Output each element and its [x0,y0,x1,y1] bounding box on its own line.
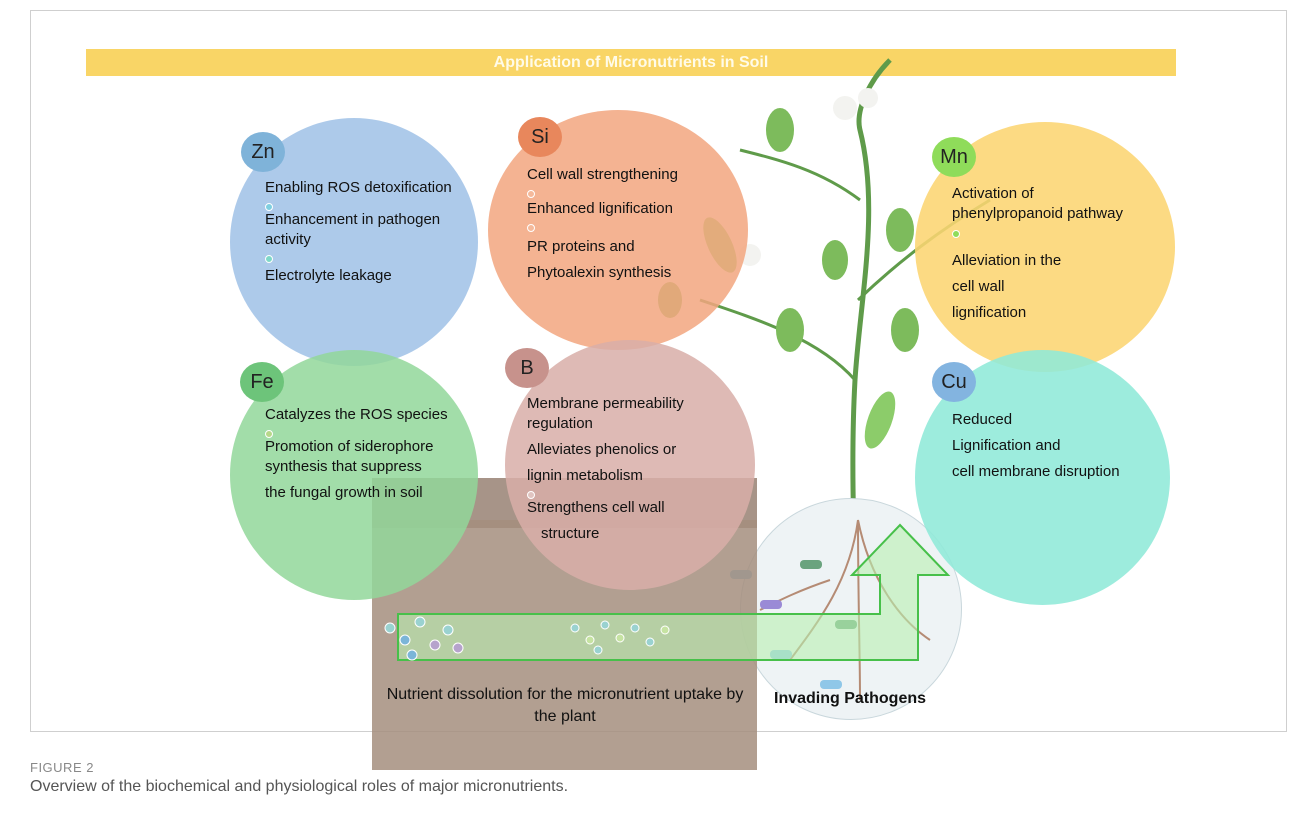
mn-line: lignification [952,304,1027,321]
si-line: Phytoalexin synthesis [527,264,672,281]
si-text: Cell wall strengthening Enhanced lignifi… [527,165,678,283]
cu-symbol: Cu [932,362,976,402]
figure-label: FIGURE 2 [30,760,94,775]
b-line: structure [541,525,600,542]
b-line: Membrane permeability [527,395,684,412]
zn-line: activity [265,231,311,248]
mn-line: Activation of [952,185,1034,202]
cu-line: Lignification and [952,437,1061,454]
si-line: Cell wall strengthening [527,166,678,183]
si-line: PR proteins and [527,238,635,255]
fe-line: Catalyzes the ROS species [265,406,448,423]
b-line: Strengthens cell wall [527,499,665,516]
b-text: Membrane permeability regulation Allevia… [527,394,684,544]
cu-text: Reduced Lignification and cell membrane … [952,410,1120,482]
mn-symbol: Mn [932,137,976,177]
mn-line: phenylpropanoid pathway [952,205,1123,222]
pathogen-label: Invading Pathogens [774,690,927,707]
cu-line: cell membrane disruption [952,463,1120,480]
si-line: Enhanced lignification [527,200,673,217]
fe-line: the fungal growth in soil [265,484,423,501]
soil-label: Nutrient dissolution for the micronutrie… [386,686,744,725]
figure-banner: Application of Micronutrients in Soil [86,49,1176,76]
cu-line: Reduced [952,411,1013,428]
b-symbol: B [505,348,549,388]
b-line: Alleviates phenolics or [527,441,677,458]
b-line: regulation [527,415,593,432]
mn-line: Alleviation in the [952,252,1062,269]
fe-line: synthesis that suppress [265,458,422,475]
fe-text: Catalyzes the ROS species Promotion of s… [265,405,448,503]
fe-symbol: Fe [240,362,284,402]
zn-line: Enhancement in pathogen [265,211,441,228]
zn-text: Enabling ROS detoxification Enhancement … [265,178,452,286]
b-line: lignin metabolism [527,467,643,484]
si-symbol: Si [518,117,562,157]
zn-line: Electrolyte leakage [265,267,392,284]
mn-text: Activation of phenylpropanoid pathway Al… [952,184,1123,323]
zn-line: Enabling ROS detoxification [265,179,452,196]
fe-line: Promotion of siderophore [265,438,434,455]
mn-line: cell wall [952,278,1005,295]
figure-caption: Overview of the biochemical and physiolo… [30,778,569,795]
zn-symbol: Zn [241,132,285,172]
b-circle [505,340,755,590]
